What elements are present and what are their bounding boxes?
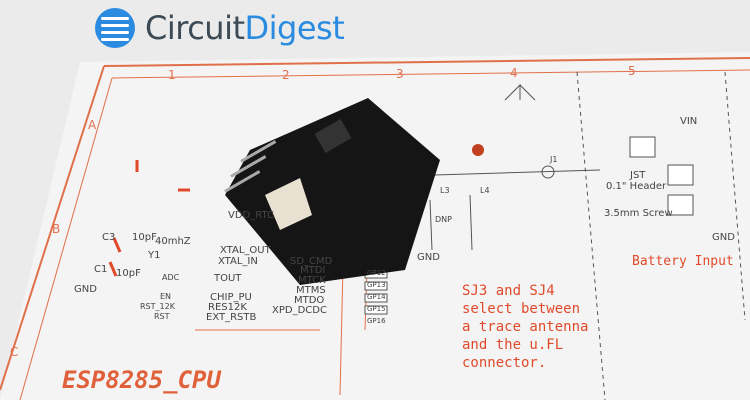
- net-tag: GP14: [367, 293, 386, 301]
- column-label: 4: [510, 66, 518, 80]
- pin-label: CHIP_PU: [210, 292, 252, 303]
- crystal-label: C1: [94, 264, 108, 275]
- antenna-label: L4: [480, 186, 490, 195]
- antenna-label: DNP: [435, 215, 452, 224]
- logo-digest: Digest: [244, 9, 345, 47]
- circuitdigest-logo: CircuitDigest: [95, 8, 345, 48]
- row-label: A: [88, 118, 97, 132]
- net-tag: RST: [154, 312, 170, 321]
- row-label: B: [52, 222, 61, 236]
- crystal-label: Y1: [148, 250, 161, 261]
- column-label: 1: [168, 68, 176, 82]
- pin-label: EXT_RSTB: [206, 312, 257, 323]
- net-tag: GP12: [367, 269, 386, 277]
- battery-label: 3.5mm Screw: [604, 208, 673, 219]
- crystal-label: 40mhZ: [155, 236, 191, 247]
- pin-label: RES12K: [208, 302, 247, 313]
- antenna-note: SJ3 and SJ4 select between a trace anten…: [462, 283, 589, 371]
- brain-icon: [95, 8, 135, 48]
- column-label: 3: [396, 67, 404, 81]
- column-label: 5: [628, 64, 636, 78]
- net-tag: GP16: [367, 317, 386, 325]
- esp8285-board: [225, 98, 440, 285]
- pin-label: XTAL_OUT: [220, 245, 271, 256]
- pin-label: MTDI: [300, 265, 326, 276]
- pin-label: XPD_DCDC: [272, 305, 327, 316]
- pin-label: TOUT: [214, 273, 242, 284]
- battery-label: GND: [712, 232, 735, 243]
- pin-label: XTAL_IN: [218, 256, 258, 267]
- antenna-label: GND: [417, 252, 440, 263]
- antenna-label: L3: [440, 186, 450, 195]
- pin-label: VDD_RTC: [228, 210, 274, 221]
- crystal-label: C3: [102, 232, 116, 243]
- crystal-label: 10pF: [132, 232, 157, 243]
- battery-label: 0.1" Header: [606, 181, 667, 192]
- net-tag: GP15: [367, 305, 386, 313]
- battery-input-title: Battery Input: [632, 254, 734, 269]
- antenna-label: J1: [550, 155, 558, 164]
- battery-label: VIN: [680, 116, 698, 127]
- net-tag: EN: [160, 292, 172, 301]
- crystal-label: 10pF: [116, 268, 141, 279]
- net-tag: RST_12K: [140, 302, 175, 311]
- schematic-border: [103, 57, 750, 67]
- pin-label: MTCK: [298, 275, 326, 286]
- pin-label: SD_CMD: [290, 256, 333, 267]
- row-label: C: [10, 345, 19, 359]
- pin-label: MTMS: [296, 285, 326, 296]
- crystal-label: GND: [74, 284, 97, 295]
- net-tag: GP13: [367, 281, 386, 289]
- jst-connector: [265, 178, 312, 230]
- battery-label: JST: [630, 170, 646, 181]
- net-tag: ADC: [162, 273, 180, 282]
- pin-label: MTDO: [294, 295, 325, 306]
- column-label: 2: [282, 68, 290, 82]
- logo-circuit: Circuit: [145, 9, 245, 47]
- schematic-title: ESP8285_CPU: [62, 366, 221, 394]
